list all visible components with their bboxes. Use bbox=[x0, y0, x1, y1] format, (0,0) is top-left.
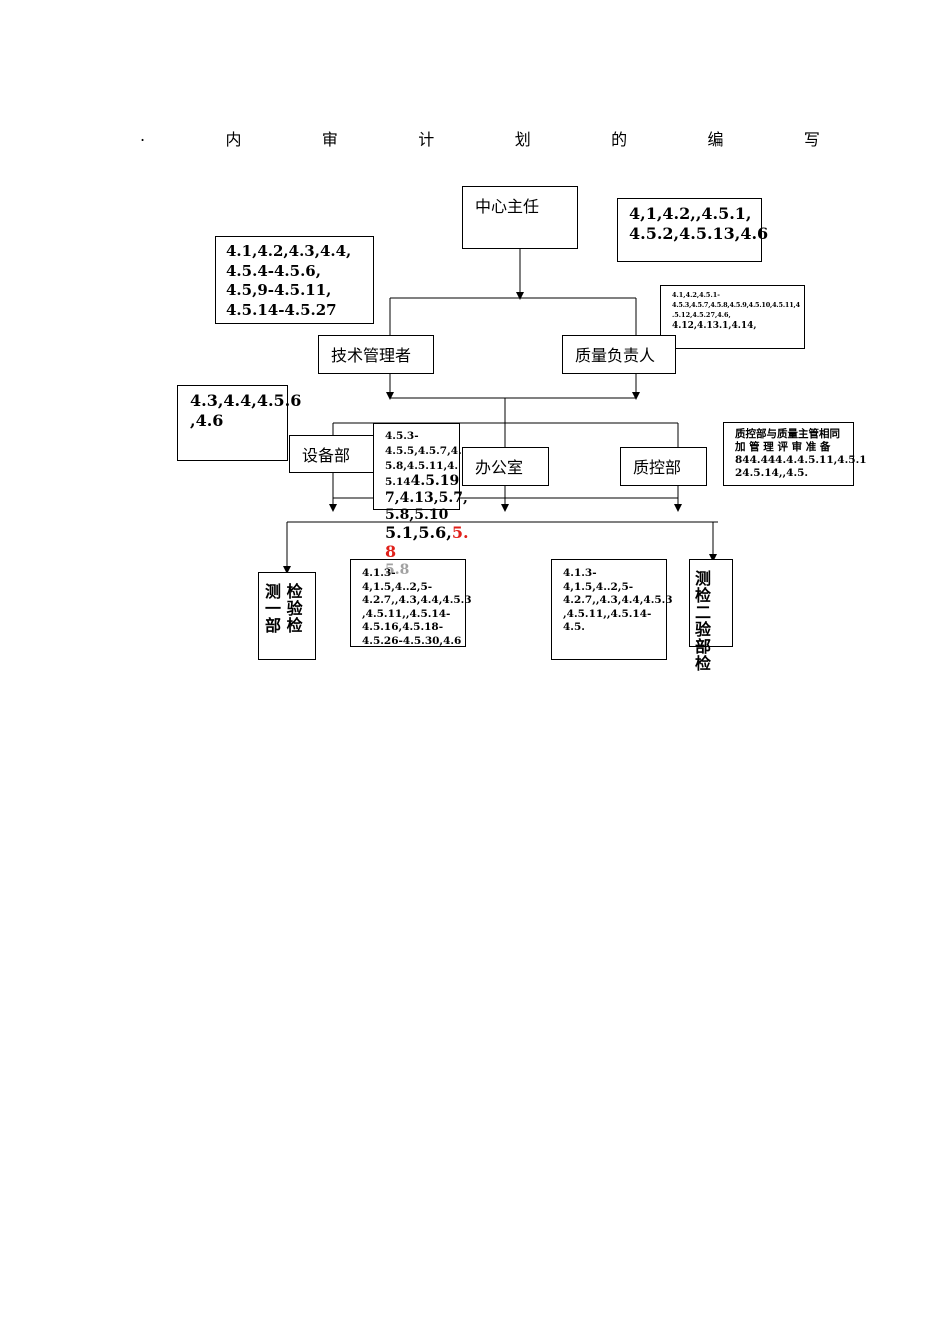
qc-dept-box: 质控部 bbox=[620, 447, 707, 486]
quality-lead-label: 质量负责人 bbox=[575, 346, 656, 365]
clause-line: 4.5.16,4.5.18- bbox=[362, 621, 444, 633]
office-label: 办公室 bbox=[475, 458, 524, 477]
qc-dept-label: 质控部 bbox=[633, 458, 682, 477]
qc-note: 质控部与质量主管相同 加 管 理 评 审 准 备 844.444.4.4.5.1… bbox=[723, 422, 867, 486]
title-char: 编 bbox=[707, 130, 724, 149]
office-ghost: 5.8 bbox=[385, 562, 410, 578]
test-dept-1-line: 一 验 bbox=[265, 599, 303, 618]
title-char: 审 bbox=[321, 130, 338, 149]
clause-line: 加 管 理 评 审 准 备 bbox=[735, 441, 831, 453]
clause-line: 5.1,5.6, bbox=[385, 523, 452, 542]
clause-line: 4.5.14-4.5.27 bbox=[226, 300, 337, 319]
clause-line: 4.5.26-4.5.30,4.6 bbox=[362, 634, 462, 647]
clause-line: 844.444.4.4.5.11,4.5.1 bbox=[735, 454, 867, 466]
center-director-label: 中心主任 bbox=[475, 197, 540, 216]
test-dept-2-box: 测 检 二 验 部 检 bbox=[689, 559, 733, 672]
quality-lead-box: 质量负责人 bbox=[562, 335, 676, 374]
test-dept-1-box: 测 检 一 验 部 检 bbox=[258, 572, 316, 660]
clause-line: 4.1.3-4,1.5,4..2,5- bbox=[362, 567, 433, 593]
clause-line: 4.2.7,,4.3,4.4,4.5.3 bbox=[362, 594, 472, 606]
clause-line: 4.5.19 bbox=[410, 473, 460, 489]
equipment-dept-box: 设备部 bbox=[289, 435, 377, 473]
clause-line-red: 5. bbox=[451, 523, 469, 542]
office-box: 办公室 bbox=[462, 447, 549, 486]
clause-line: ,4.5.11,,4.5.14-4.5. bbox=[563, 607, 652, 634]
equipment-dept-label: 设备部 bbox=[302, 446, 351, 465]
title-char: 的 bbox=[611, 130, 628, 149]
office-red-tail: 8 bbox=[385, 542, 397, 561]
office-clauses: 4.5.3- 4.5.5,4.5.7,4. 5.8,4.5.11,4. 5.14… bbox=[373, 423, 468, 523]
clause-line: ,4.5.11,,4.5.14- bbox=[362, 607, 451, 620]
test-dept-2-line: 二 验 bbox=[695, 603, 712, 639]
clause-line: 5.8,4.5.11,4. bbox=[385, 460, 459, 472]
title-char: 划 bbox=[514, 130, 531, 149]
clause-line: 4.5,9-4.5.11, bbox=[226, 281, 332, 299]
clause-line: 4.12,4.13.1,4.14, bbox=[672, 321, 757, 331]
tech-manager-label: 技术管理者 bbox=[331, 346, 412, 365]
test-dept-1-line: 部 检 bbox=[265, 616, 303, 635]
clause-line: .5.12,4.5.27,4.6, bbox=[672, 311, 731, 319]
director-clauses: 4,1,4.2,,4.5.1, 4.5.2,4.5.13,4.6 bbox=[617, 198, 769, 262]
clause-line: 4,1,4.2,,4.5.1, bbox=[629, 204, 752, 223]
clause-line: 4.2.7,,4.3,4.4,4.5.3 bbox=[563, 594, 673, 606]
title-char: . bbox=[140, 126, 146, 145]
clause-line: 4.5.4-4.5.6, bbox=[226, 261, 321, 280]
clause-line: 5.14 bbox=[385, 476, 411, 488]
clause-line: 4.1.3-4,1.5,4..2,5- bbox=[563, 567, 634, 593]
title-char: 计 bbox=[418, 130, 435, 149]
clause-line: 5.8,5.10 bbox=[385, 507, 449, 523]
clause-line: 4.5.3- bbox=[385, 430, 419, 442]
equipment-clauses: 4.3,4.4,4.5.6 ,4.6 bbox=[177, 385, 302, 461]
test2-clauses: 4.1.3-4,1.5,4..2,5- 4.2.7,,4.3,4.4,4.5.3… bbox=[551, 559, 673, 660]
clause-line: ,4.6 bbox=[190, 411, 224, 430]
clause-line: 24.5.14,,4.5. bbox=[735, 467, 809, 479]
title-char: 内 bbox=[225, 130, 242, 149]
clause-line: 4.1,4.2,4.3,4.4, bbox=[226, 242, 352, 260]
clause-line: 4.1,4.2,4.5.1- bbox=[672, 291, 720, 299]
center-director-box: 中心主任 bbox=[462, 186, 578, 249]
test1-clauses: 4.1.3-4,1.5,4..2,5- 4.2.7,,4.3,4.4,4.5.3… bbox=[350, 559, 472, 647]
tech-manager-box: 技术管理者 bbox=[318, 335, 434, 374]
clause-line: 质控部与质量主管相同 bbox=[735, 428, 840, 440]
clause-line: 4.5.2,4.5.13,4.6 bbox=[629, 224, 769, 243]
test-dept-2-line: 测 检 bbox=[695, 569, 712, 605]
clause-line: 7,4.13,5.7, bbox=[385, 490, 468, 506]
office-overflow: 5.1,5.6,5. bbox=[385, 523, 469, 542]
tech-manager-clauses: 4.1,4.2,4.3,4.4, 4.5.4-4.5.6, 4.5,9-4.5.… bbox=[215, 236, 374, 324]
clause-line: 4.5.3,4.5.7,4.5.8,4.5.9,4.5.10,4.5.11,4 bbox=[672, 301, 800, 309]
quality-lead-clauses: 4.1,4.2,4.5.1- 4.5.3,4.5.7,4.5.8,4.5.9,4… bbox=[660, 285, 805, 349]
page-title: . 内 审 计 划 的 编 写 bbox=[140, 126, 820, 150]
clause-line: 4.3,4.4,4.5.6 bbox=[190, 391, 302, 410]
test-dept-1-line: 测 检 bbox=[265, 582, 303, 601]
title-char: 写 bbox=[803, 130, 820, 149]
clause-line: 4.5.5,4.5.7,4. bbox=[385, 445, 462, 457]
test-dept-2-line: 部 检 bbox=[695, 637, 712, 673]
